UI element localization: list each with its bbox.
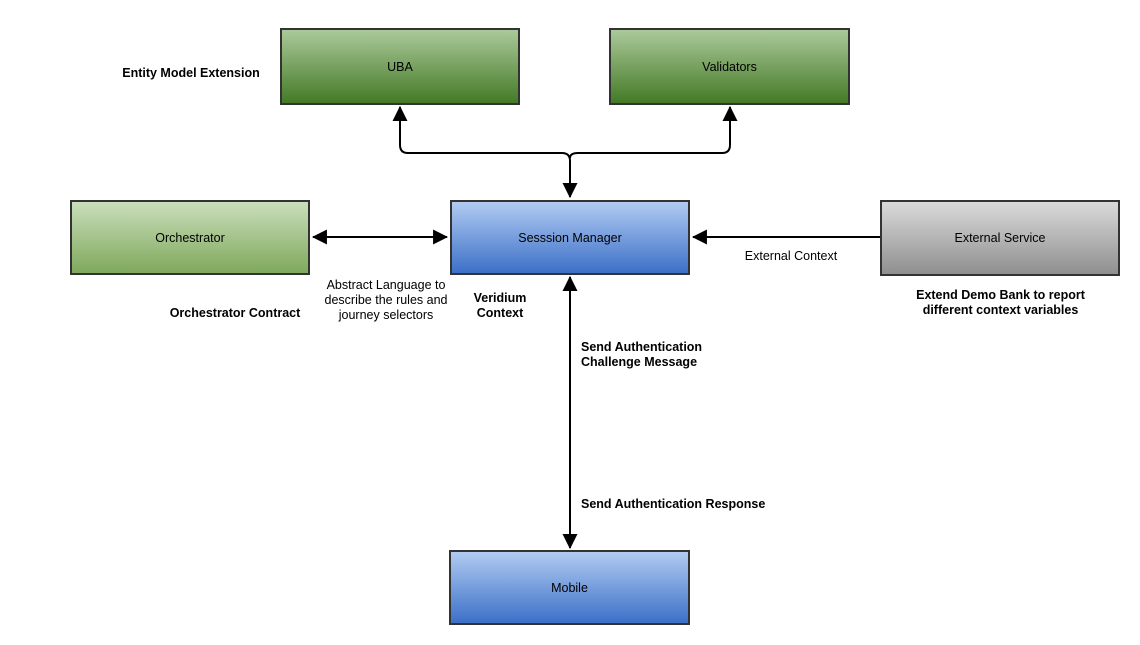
label-abstract-language: Abstract Language to describe the rules … (324, 278, 448, 322)
label-external-context: External Context (744, 249, 838, 263)
label-extend-demo-bank: Extend Demo Bank to report different con… (916, 288, 1085, 317)
connector-session-to-validators (569, 105, 738, 159)
node-orchestrator: Orchestrator (70, 200, 310, 275)
node-validators: Validators (609, 28, 850, 105)
node-validators-label: Validators (702, 59, 757, 74)
node-session-manager: Sesssion Manager (450, 200, 690, 275)
node-session-manager-label: Sesssion Manager (518, 230, 622, 245)
node-external-service-label: External Service (954, 231, 1046, 245)
node-orchestrator-label: Orchestrator (155, 230, 225, 245)
node-mobile: Mobile (449, 550, 690, 625)
node-external-service: External Service (880, 200, 1120, 276)
label-send-auth-response: Send Authentication Response (581, 497, 766, 511)
label-veridium-context: Veridium Context (473, 291, 527, 320)
connector-session-to-uba (392, 105, 578, 199)
node-mobile-label: Mobile (551, 580, 588, 595)
label-send-auth-challenge: Send Authentication Challenge Message (581, 340, 703, 369)
label-orchestrator-contract: Orchestrator Contract (169, 306, 301, 320)
node-uba: UBA (280, 28, 520, 105)
node-uba-label: UBA (387, 59, 413, 74)
label-entity-model-extension: Entity Model Extension (122, 66, 260, 80)
